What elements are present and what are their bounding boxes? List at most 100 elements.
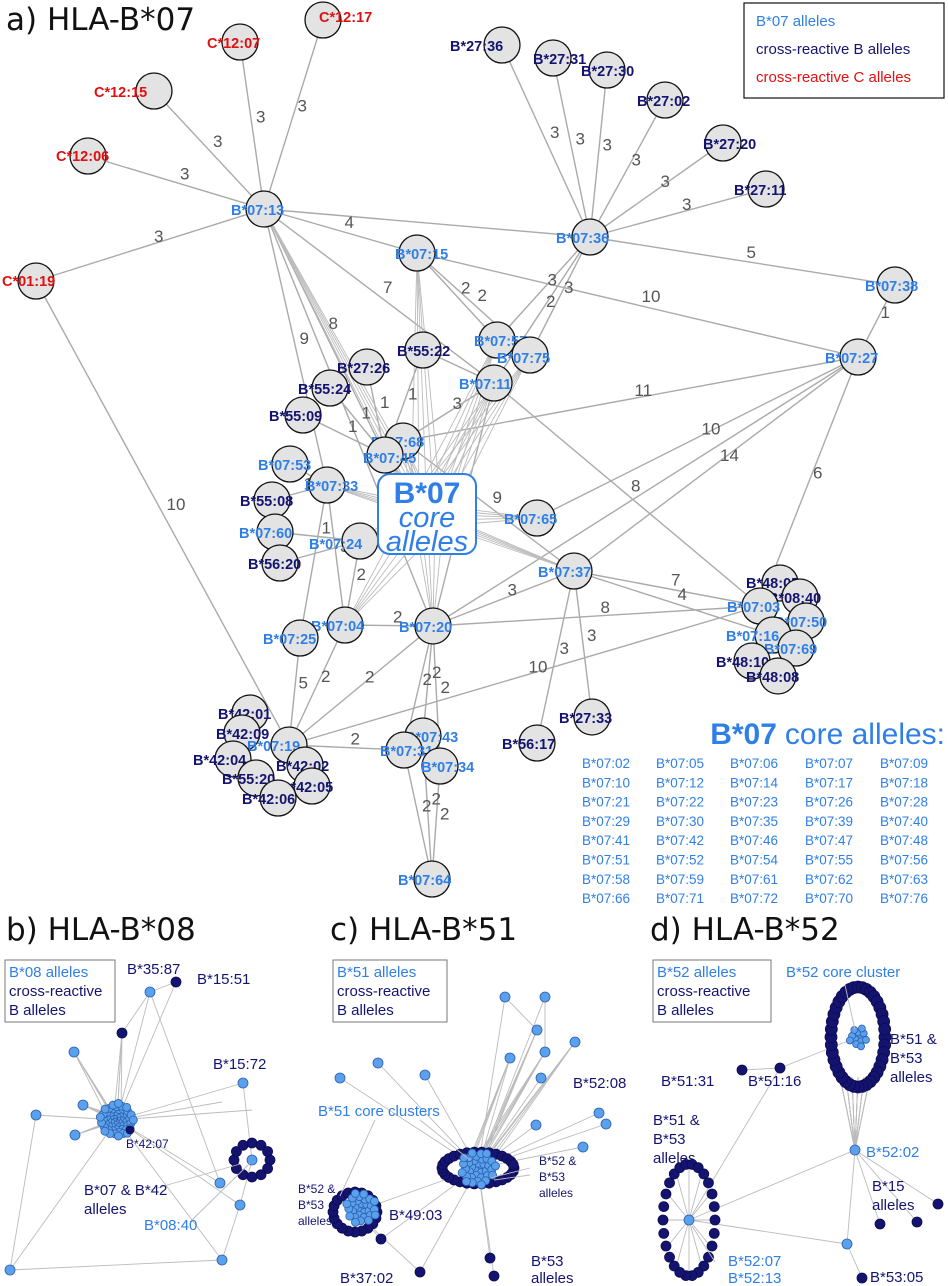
edge-label-1: 3 <box>256 108 265 127</box>
panel-d-legend-l1: B*52 alleles <box>657 964 736 981</box>
panel-c-node-13 <box>419 1069 431 1081</box>
node-label-B07-20: B*07:20 <box>399 620 452 636</box>
panel-d-label-allelesb: alleles <box>653 1150 696 1167</box>
edge-18 <box>589 142 724 238</box>
panel-c-legend-l2: cross-reactive <box>337 983 430 1000</box>
node-B42-06: B*42:06 <box>242 779 297 817</box>
edge-label-5: 4 <box>345 213 354 232</box>
panel-d-label-5305: B*53:05 <box>870 1269 923 1286</box>
panel-c-node-6 <box>535 1072 547 1084</box>
panel-b-ring-node-11 <box>262 1146 273 1157</box>
panel-b-e-b <box>121 991 151 1034</box>
node-B07-60: B*07:60 <box>239 513 294 551</box>
node-circle-B07-37 <box>555 552 593 590</box>
panel-d-label-b53b: B*53 <box>653 1131 686 1148</box>
panel-b-label-1572: B*15:72 <box>213 1056 266 1073</box>
edge-17 <box>589 99 666 238</box>
edge-7 <box>263 208 495 384</box>
node-circle-B27-33 <box>573 698 611 736</box>
node-label-B55-22: B*55:22 <box>397 344 450 360</box>
node-circle-B07-13 <box>245 190 283 228</box>
panel-b-n5 <box>77 1099 89 1111</box>
panel-d-coreA-node-9 <box>845 1036 854 1045</box>
panel-c-node-8 <box>600 1118 612 1130</box>
edge-59 <box>288 605 761 746</box>
panel-c-coreB-node-31 <box>482 1149 492 1158</box>
node-B27-36: B*27:36 <box>450 26 521 64</box>
core-list-item-17: B*07:35 <box>730 814 778 829</box>
edge-label-25: 6 <box>813 464 822 483</box>
core-fan-edge-9-0 <box>410 252 418 503</box>
node-label-B27-33: B*27:33 <box>559 711 612 727</box>
core-list-item-39: B*07:76 <box>880 891 928 906</box>
edge-26 <box>402 356 859 442</box>
legend-b07: B*07 alleles <box>756 13 835 30</box>
panel-b-n12 <box>214 1177 226 1189</box>
node-B07-27: B*07:27 <box>825 338 878 376</box>
node-label-B07-04: B*07:04 <box>311 619 364 635</box>
node-B07-25: B*07:25 <box>263 619 319 657</box>
edge-50 <box>432 605 761 627</box>
panel-d-ringB-node-0 <box>709 1214 721 1226</box>
edge-27 <box>536 356 859 519</box>
panel-d-legend-l2: cross-reactive <box>657 983 750 1000</box>
panel-b-e-f <box>239 1159 253 1206</box>
node-B27-31: B*27:31 <box>533 39 586 77</box>
edge-60 <box>288 744 405 751</box>
node-circle-B07-36 <box>571 218 609 256</box>
panel-c-fan-7 <box>482 1041 576 1169</box>
edge-label-2: 3 <box>213 132 222 151</box>
node-B42-05: B*42:05 <box>280 767 333 805</box>
node-label-B07-16: B*07:16 <box>726 629 779 645</box>
edge-label-35: 3 <box>453 394 462 413</box>
panel-c-coreB-node-34 <box>491 1161 500 1171</box>
core-list-item-24: B*07:48 <box>880 833 928 848</box>
core-list-item-33: B*07:62 <box>805 872 853 887</box>
edge-label-22: 3 <box>564 278 573 297</box>
node-label-B07-37: B*07:37 <box>538 565 591 581</box>
panel-d-ringB-node-15 <box>660 1188 672 1200</box>
node-label-B07-75: B*07:75 <box>497 351 550 367</box>
node-B27-02: B*27:02 <box>637 81 690 119</box>
edge-label-15: 3 <box>576 130 585 149</box>
panel-c-fan-15 <box>482 1041 576 1164</box>
node-label-B07-53: B*07:53 <box>258 458 311 474</box>
node-circle-B27-26 <box>348 348 386 386</box>
core-list-item-21: B*07:42 <box>656 833 704 848</box>
core-list-item-27: B*07:54 <box>730 853 779 868</box>
node-label-B42-04: B*42:04 <box>193 753 246 769</box>
edge-label-14: 3 <box>550 123 559 142</box>
panel-d-coreA-node-10 <box>857 1024 866 1033</box>
edge-label-51: 2 <box>365 668 374 687</box>
node-circle-C12-06 <box>69 137 107 175</box>
panel-b-n13 <box>125 1125 135 1135</box>
panel-b-leader-a <box>149 1163 241 1191</box>
panel-c-coreA-node-25 <box>342 1199 352 1209</box>
node-circle-B07-64 <box>413 860 451 898</box>
panel-d-ringB-node-9 <box>668 1260 680 1272</box>
panel-c-coreA-node-22 <box>345 1211 355 1221</box>
panel-c-node-0 <box>499 991 511 1003</box>
edge-label-53: 2 <box>423 670 432 689</box>
panel-b-label-b07b42: B*07 & B*42 <box>84 1182 167 1199</box>
node-B07-13: B*07:13 <box>231 190 284 228</box>
panel-d-ringB-node-24 <box>706 1188 718 1200</box>
core-list-item-11: B*07:22 <box>656 795 704 810</box>
node-B55-22: B*55:22 <box>397 331 450 369</box>
node-B27-11: B*27:11 <box>734 170 786 208</box>
panel-b-core-node-55 <box>128 1115 138 1125</box>
node-B07-04: B*07:04 <box>311 606 364 644</box>
panel-c-node-10 <box>530 1119 542 1131</box>
panel-d-label-5131: B*51:31 <box>661 1073 714 1090</box>
node-label-B42-06: B*42:06 <box>242 792 295 808</box>
edge-label-26: 11 <box>635 381 653 400</box>
edge-label-48: 5 <box>299 674 308 693</box>
panel-c-node-17 <box>375 1233 387 1245</box>
node-label-B07-64: B*07:64 <box>398 873 451 889</box>
panel-d-ringB-node-23 <box>703 1177 714 1189</box>
edge-label-20: 5 <box>747 243 756 262</box>
node-B55-08: B*55:08 <box>240 481 293 519</box>
edge-20 <box>589 236 896 286</box>
core-list-item-15: B*07:29 <box>582 814 630 829</box>
node-B07-64: B*07:64 <box>398 860 451 898</box>
